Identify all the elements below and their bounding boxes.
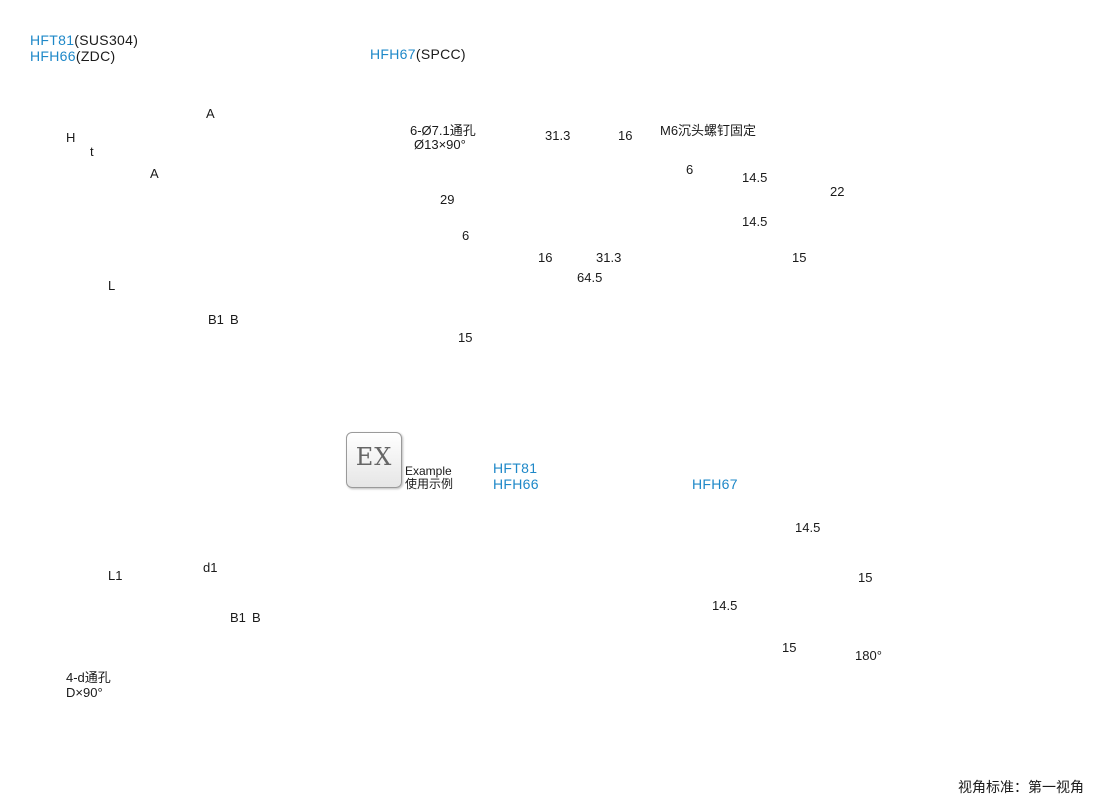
hfh67-plan-view [494,316,679,360]
example-badge-text: EX [355,443,393,471]
hfh67-front-view [494,158,679,242]
dim-14-5-side-bottom: 14.5 [742,214,768,229]
hft81-long-dims [115,186,248,446]
dim-label-a-bottom: A [150,166,159,181]
example-badge: EX [346,432,402,488]
dim-31-3-top: 31.3 [545,128,571,143]
dim-16-top: 16 [618,128,633,143]
dim-6-left: 6 [462,228,470,243]
dim-16-bottom: 16 [538,250,553,265]
example-model-2: HFH66 [493,476,539,492]
dim-label-l1: L1 [108,568,123,583]
dim-22-side: 22 [830,184,845,199]
dim-label-d1: d1 [203,560,218,575]
hft81-long-view [140,186,202,446]
dim-label-b1-front: B1 [230,610,246,625]
dim-31-3-bottom: 31.3 [596,250,622,265]
dim-label-b-front: B [252,610,261,625]
ex-dim-15-w: 15 [782,640,797,655]
hfh67-front-dims [408,135,778,290]
model-title-hfh66: HFH66(ZDC) [30,48,116,64]
example-model-3: HFH67 [692,476,738,492]
example-hfh67-illustration [929,504,1041,706]
dim-label-a-side: A [206,106,215,121]
dim-label-t: t [90,144,94,159]
example-hft81-illustration [529,519,626,723]
ex-dim-15-h: 15 [858,570,873,585]
hole-note-hfh67-1: 6-Ø7.1通孔 [410,123,476,138]
hole-note-2: D×90° [66,685,103,700]
dim-64-5: 64.5 [577,270,603,285]
screw-note: M6沉头螺钉固定 [660,123,757,138]
dim-15-plan: 15 [458,330,473,345]
model-title-hfh67: HFH67(SPCC) [370,46,466,62]
dim-label-b1: B1 [208,312,224,327]
dim-14-5-side-top: 14.5 [742,170,768,185]
example-label-en: Example [405,464,452,478]
example-label-cn: 使用示例 [405,477,454,491]
hft81-front-view [142,487,200,743]
ex-dim-14-5-h: 14.5 [712,598,738,613]
dim-label-h: H [66,130,76,145]
dim-15-side: 15 [792,250,807,265]
ex-dim-180: 180° [855,648,882,663]
dim-6-right: 6 [686,162,694,177]
dim-29-left: 29 [440,192,455,207]
projection-symbol [975,737,1086,773]
example-model-1: HFT81 [493,460,538,476]
hole-note-1: 4-d通孔 [66,670,111,685]
model-title-hft81: HFT81(SUS304) [30,32,139,48]
dim-label-b: B [230,312,239,327]
hole-note-hfh67-2: Ø13×90° [414,137,466,152]
ex-dim-14-5-w: 14.5 [795,520,821,535]
hfh67-plan-dims [470,316,680,360]
projection-label: 视角标准：第一视角 [958,779,1084,795]
example-hfh67-section [741,545,869,659]
dim-label-l: L [108,278,116,293]
hft81-side-view [124,86,201,161]
hfh67-side-view [778,158,820,242]
